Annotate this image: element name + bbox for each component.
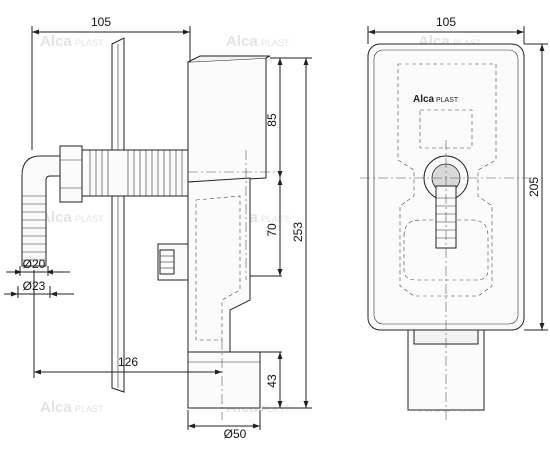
watermark-bottom-mid-suffix: PLAST [261,404,290,414]
watermark-top-left-suffix: PLAST [75,38,104,48]
watermark-mid-left-suffix: PLAST [75,214,104,224]
dim-label-70: 70 [265,223,279,237]
hose-elbow [21,155,61,267]
front-brand-suffix: PLAST [436,97,459,104]
siphon-inner-outline [195,195,241,341]
watermark-top-left: Alca [40,33,72,50]
dim-label-253: 253 [291,222,305,242]
arrow-side-width-left [32,29,39,35]
arrow-side-width-right [183,29,190,35]
dim-label-outlet-diameter: Ø50 [224,427,247,441]
watermark-bottom-left-suffix: PLAST [75,404,104,414]
watermark-bottom-left: Alca [40,399,72,416]
thread-lines [89,150,183,196]
front-view: Alca PLAST 105 [360,15,548,420]
front-brand-label: Alca [413,94,435,105]
dim-label-hose-inner: Ø20 [23,257,46,271]
side-view: 105 85 70 253 43 126 [4,15,312,441]
dim-label-hose-outer: Ø23 [23,279,46,293]
siphon-top-lid [187,55,271,63]
dim-label-85: 85 [265,113,279,127]
hose-ribs [22,195,46,261]
siphon-top-body [187,57,267,183]
dim-label-side-width: 105 [91,15,111,29]
dim-label-43: 43 [265,374,279,388]
watermark-mid-left: Alca [40,209,72,226]
outlet-pipe [187,351,261,409]
watermark-top-right-suffix: PLAST [453,38,482,48]
front-hidden-upper [419,109,473,149]
siphon-lower-body [187,177,251,353]
watermark-top-mid: Alca [226,33,258,50]
dim-label-front-width: 105 [436,15,456,29]
union-nut [59,145,83,203]
watermark-mid-center-suffix: PLAST [261,214,290,224]
dim-label-126: 126 [118,355,138,369]
dim-label-front-height: 205 [527,177,541,197]
watermark-top-mid-suffix: PLAST [261,38,290,48]
